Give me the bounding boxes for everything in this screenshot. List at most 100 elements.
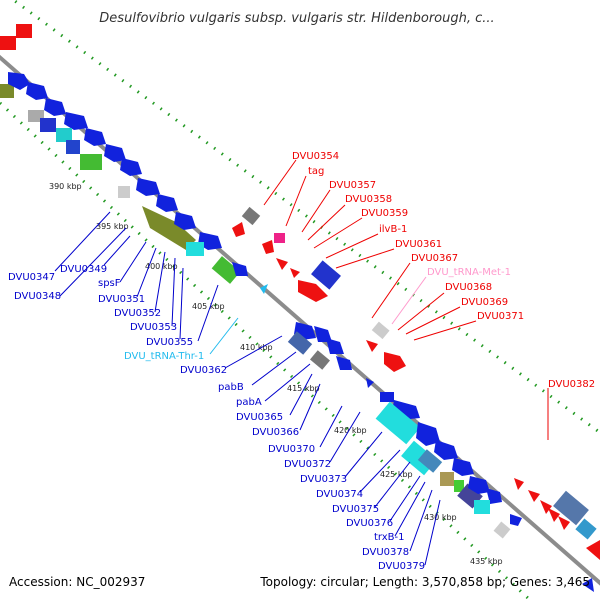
gene-label[interactable]: DVU0366: [252, 427, 299, 438]
reverse-gene[interactable]: [510, 514, 522, 526]
forward-gene[interactable]: [540, 500, 552, 514]
forward-gene[interactable]: [586, 540, 600, 560]
reverse-gene[interactable]: [434, 440, 458, 460]
gene-label[interactable]: DVU0353: [130, 322, 177, 333]
forward-gene[interactable]: [241, 206, 261, 226]
reverse-gene[interactable]: [66, 140, 80, 154]
gene-label[interactable]: DVU0362: [180, 365, 227, 376]
gene-label[interactable]: DVU0382: [548, 379, 595, 390]
gene-label[interactable]: DVU0351: [98, 294, 145, 305]
gene-label[interactable]: ilvB-1: [379, 224, 407, 235]
forward-gene[interactable]: [553, 490, 589, 526]
reverse-gene[interactable]: [468, 476, 490, 494]
gene-label[interactable]: DVU0348: [14, 291, 61, 302]
reverse-gene[interactable]: [120, 158, 142, 176]
gene-label[interactable]: pabA: [236, 397, 262, 408]
gene-label[interactable]: DVU0371: [477, 311, 524, 322]
reverse-gene[interactable]: [493, 521, 511, 539]
forward-gene[interactable]: [514, 478, 524, 490]
gene-label[interactable]: DVU0367: [411, 253, 458, 264]
gene-label[interactable]: DVU0370: [268, 444, 315, 455]
forward-gene[interactable]: [16, 24, 32, 38]
kbp-tick: 395 kbp: [96, 222, 129, 231]
reverse-gene[interactable]: [336, 356, 352, 370]
reverse-gene[interactable]: [380, 392, 394, 402]
gene-label[interactable]: DVU0347: [8, 272, 55, 283]
forward-gene[interactable]: [311, 260, 341, 290]
reverse-gene[interactable]: [56, 128, 72, 142]
outer-tick-track: [11, 0, 600, 435]
reverse-gene[interactable]: [186, 242, 204, 256]
forward-gene[interactable]: [528, 490, 540, 502]
reverse-gene[interactable]: [211, 256, 241, 284]
gene-label[interactable]: DVU_tRNA-Thr-1: [124, 351, 204, 362]
forward-gene[interactable]: [232, 222, 245, 237]
forward-gene[interactable]: [384, 352, 406, 372]
reverse-gene[interactable]: [314, 326, 332, 342]
reverse-gene[interactable]: [104, 144, 126, 162]
reverse-gene[interactable]: [366, 378, 374, 388]
gene-label[interactable]: DVU0359: [361, 208, 408, 219]
reverse-gene[interactable]: [310, 350, 330, 370]
trna-gene[interactable]: [260, 284, 268, 294]
gene-label[interactable]: trxB-1: [374, 532, 405, 543]
gene-label[interactable]: DVU0349: [60, 264, 107, 275]
gene-label[interactable]: pabB: [218, 382, 244, 393]
gene-label[interactable]: DVU0373: [300, 474, 347, 485]
reverse-gene[interactable]: [142, 206, 196, 250]
gene-label[interactable]: DVU0368: [445, 282, 492, 293]
reverse-gene[interactable]: [0, 84, 14, 98]
reverse-gene[interactable]: [474, 500, 490, 514]
reverse-gene[interactable]: [287, 331, 313, 355]
gene-label[interactable]: DVU0358: [345, 194, 392, 205]
reverse-gene[interactable]: [8, 72, 30, 90]
reverse-gene[interactable]: [44, 98, 66, 116]
gene-label[interactable]: DVU0375: [332, 504, 379, 515]
gene-label[interactable]: DVU0354: [292, 151, 339, 162]
reverse-gene[interactable]: [40, 118, 56, 132]
reverse-gene[interactable]: [156, 194, 178, 212]
forward-gene[interactable]: [290, 268, 300, 278]
reverse-gene[interactable]: [80, 154, 102, 170]
gene-label[interactable]: DVU0365: [236, 412, 283, 423]
forward-gene[interactable]: [298, 280, 328, 302]
reverse-gene[interactable]: [232, 262, 248, 276]
reverse-gene[interactable]: [454, 480, 464, 492]
gene-label[interactable]: DVU0369: [461, 297, 508, 308]
forward-gene[interactable]: [366, 340, 378, 352]
reverse-gene[interactable]: [136, 178, 160, 196]
gene-label[interactable]: DVU0355: [146, 337, 193, 348]
forward-labels: DVU0354 tag DVU0357 DVU0358 DVU0359 ilvB…: [292, 151, 595, 390]
reverse-gene[interactable]: [440, 472, 454, 486]
reverse-gene[interactable]: [417, 449, 443, 473]
forward-gene[interactable]: [274, 233, 285, 243]
forward-gene[interactable]: [575, 518, 597, 540]
reverse-gene[interactable]: [375, 401, 421, 445]
reverse-gene[interactable]: [582, 578, 594, 592]
gene-label[interactable]: DVU0357: [329, 180, 376, 191]
gene-label[interactable]: DVU0352: [114, 308, 161, 319]
reverse-gene[interactable]: [64, 112, 88, 130]
gene-label[interactable]: spsF: [98, 278, 121, 289]
reverse-gene[interactable]: [26, 82, 48, 100]
gene-label[interactable]: DVU_tRNA-Met-1: [427, 267, 511, 278]
reverse-gene[interactable]: [174, 212, 196, 230]
gene-label[interactable]: tag: [308, 166, 324, 177]
gene-label[interactable]: DVU0372: [284, 459, 331, 470]
gene-label[interactable]: DVU0379: [378, 561, 425, 572]
forward-gene[interactable]: [371, 321, 390, 340]
forward-gene[interactable]: [558, 516, 570, 530]
forward-gene[interactable]: [548, 508, 560, 522]
reverse-gene[interactable]: [118, 186, 130, 198]
reverse-gene[interactable]: [84, 128, 106, 146]
gene-label[interactable]: DVU0378: [362, 547, 409, 558]
gene-label[interactable]: DVU0374: [316, 489, 363, 500]
forward-gene[interactable]: [262, 240, 274, 254]
forward-gene[interactable]: [0, 36, 16, 50]
reverse-gene[interactable]: [452, 458, 474, 476]
gene-label[interactable]: DVU0376: [346, 518, 393, 529]
reverse-gene[interactable]: [326, 338, 344, 354]
reverse-gene[interactable]: [416, 422, 440, 446]
forward-gene[interactable]: [276, 258, 288, 270]
gene-label[interactable]: DVU0361: [395, 239, 442, 250]
